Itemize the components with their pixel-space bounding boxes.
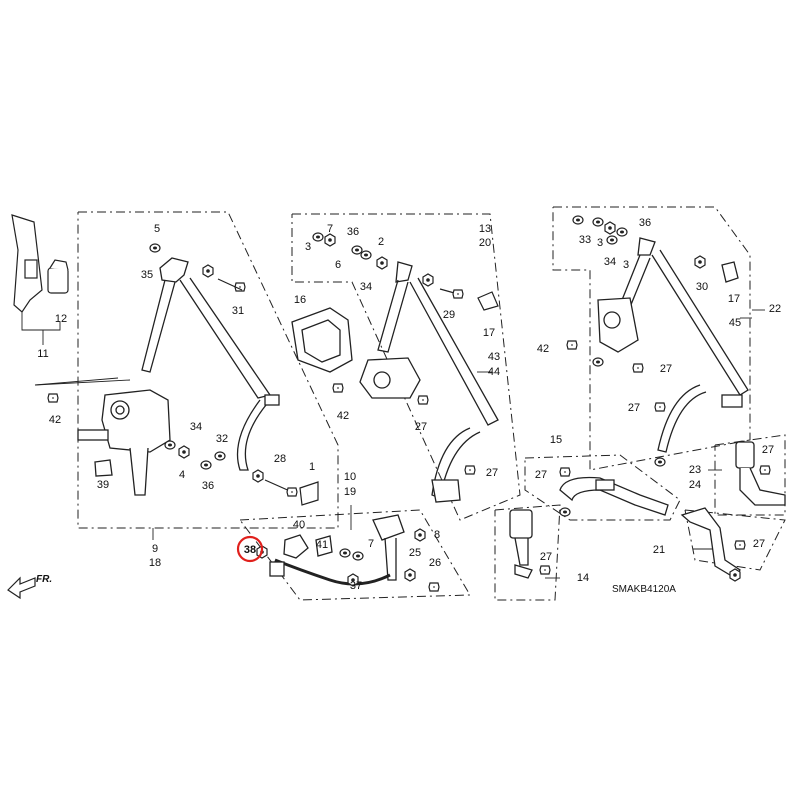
callout-27f: 27 bbox=[628, 402, 640, 414]
group-boundaries bbox=[77, 206, 786, 601]
part-buckle-14 bbox=[509, 509, 533, 579]
part-rear-outer-hardware bbox=[312, 232, 499, 475]
callout-44: 44 bbox=[488, 366, 500, 378]
callout-8: 8 bbox=[434, 529, 440, 541]
callout-36c: 36 bbox=[639, 217, 651, 229]
callout-42b: 42 bbox=[337, 410, 349, 422]
callout-29: 29 bbox=[443, 309, 455, 321]
boundary-buckle-21 bbox=[684, 509, 786, 571]
part-rear-right-seat-belt bbox=[597, 237, 749, 453]
callout-7b: 7 bbox=[368, 538, 374, 550]
callout-9: 9 bbox=[152, 543, 158, 555]
boundary-rear-outer bbox=[291, 213, 521, 521]
boundary-front-left bbox=[77, 211, 339, 529]
part-center-hardware bbox=[256, 528, 440, 592]
callout-41: 41 bbox=[316, 539, 328, 551]
callout-17b: 17 bbox=[728, 293, 740, 305]
callout-25: 25 bbox=[409, 547, 421, 559]
callout-34b: 34 bbox=[360, 281, 372, 293]
callout-27g: 27 bbox=[762, 444, 774, 456]
callout-34c: 34 bbox=[604, 256, 616, 268]
callout-12: 12 bbox=[55, 313, 67, 325]
callout-27e: 27 bbox=[660, 363, 672, 375]
part-front-seat-belt-left bbox=[77, 257, 280, 496]
callout-27a: 27 bbox=[415, 421, 427, 433]
callout-1: 1 bbox=[309, 461, 315, 473]
callout-42a: 42 bbox=[49, 414, 61, 426]
callout-32: 32 bbox=[216, 433, 228, 445]
callout-20: 20 bbox=[479, 237, 491, 249]
part-center-seat-belt bbox=[269, 514, 405, 586]
part-buckle-23 bbox=[735, 441, 786, 506]
callout-34a: 34 bbox=[190, 421, 202, 433]
callout-17a: 17 bbox=[483, 327, 495, 339]
callout-5: 5 bbox=[154, 223, 160, 235]
callout-6: 6 bbox=[335, 259, 341, 271]
callout-38: 38 bbox=[244, 544, 256, 556]
callout-24: 24 bbox=[689, 479, 701, 491]
callout-45: 45 bbox=[729, 317, 741, 329]
callout-39: 39 bbox=[97, 479, 109, 491]
callout-27c: 27 bbox=[540, 551, 552, 563]
callout-19: 19 bbox=[344, 486, 356, 498]
direction-indicator: FR. bbox=[7, 574, 52, 600]
callout-3c: 3 bbox=[623, 259, 629, 271]
callout-23: 23 bbox=[689, 464, 701, 476]
drawing-code: SMAKB4120A bbox=[612, 584, 676, 595]
callout-22: 22 bbox=[769, 303, 781, 315]
callout-16: 16 bbox=[294, 294, 306, 306]
callout-4: 4 bbox=[179, 469, 185, 481]
callout-30: 30 bbox=[696, 281, 708, 293]
callout-31: 31 bbox=[232, 305, 244, 317]
callout-35: 35 bbox=[141, 269, 153, 281]
part-front-seat-belt-hardware bbox=[47, 243, 319, 506]
callout-10: 10 bbox=[344, 471, 356, 483]
callout-18: 18 bbox=[149, 557, 161, 569]
callout-3b: 3 bbox=[597, 237, 603, 249]
boundary-buckle-15 bbox=[524, 454, 681, 521]
leader-lines bbox=[21, 303, 765, 579]
boundary-rear-right bbox=[552, 206, 751, 471]
callout-2: 2 bbox=[378, 236, 384, 248]
part-buckle-14-hardware bbox=[539, 565, 551, 575]
callout-40: 40 bbox=[293, 519, 305, 531]
part-buckle-21-hardware bbox=[729, 540, 746, 582]
part-rear-outer-seat-belt bbox=[291, 261, 499, 503]
callout-26: 26 bbox=[429, 557, 441, 569]
callout-11: 11 bbox=[37, 348, 48, 360]
part-buckle-15 bbox=[559, 476, 669, 516]
part-buckle-23-hardware bbox=[759, 465, 771, 475]
callout-37: 37 bbox=[350, 580, 362, 592]
callout-36a: 36 bbox=[202, 480, 214, 492]
callout-7a: 7 bbox=[327, 223, 333, 235]
highlight-ring bbox=[236, 535, 264, 563]
callout-33: 33 bbox=[579, 234, 591, 246]
front-arrow-icon bbox=[7, 576, 36, 600]
callout-15: 15 bbox=[550, 434, 562, 446]
callout-21: 21 bbox=[653, 544, 665, 556]
direction-label: FR. bbox=[36, 574, 52, 585]
callout-14: 14 bbox=[577, 572, 589, 584]
callout-27d: 27 bbox=[535, 469, 547, 481]
part-b-pillar-bracket-11 bbox=[11, 214, 69, 313]
callout-3a: 3 bbox=[305, 241, 311, 253]
part-buckle-21 bbox=[680, 507, 741, 579]
callout-36b: 36 bbox=[347, 226, 359, 238]
callout-27h: 27 bbox=[753, 538, 765, 550]
callout-28: 28 bbox=[274, 453, 286, 465]
callout-42c: 42 bbox=[537, 343, 549, 355]
boundary-buckle-14 bbox=[494, 504, 561, 601]
callout-43: 43 bbox=[488, 351, 500, 363]
callout-27b: 27 bbox=[486, 467, 498, 479]
callout-13: 13 bbox=[479, 223, 491, 235]
